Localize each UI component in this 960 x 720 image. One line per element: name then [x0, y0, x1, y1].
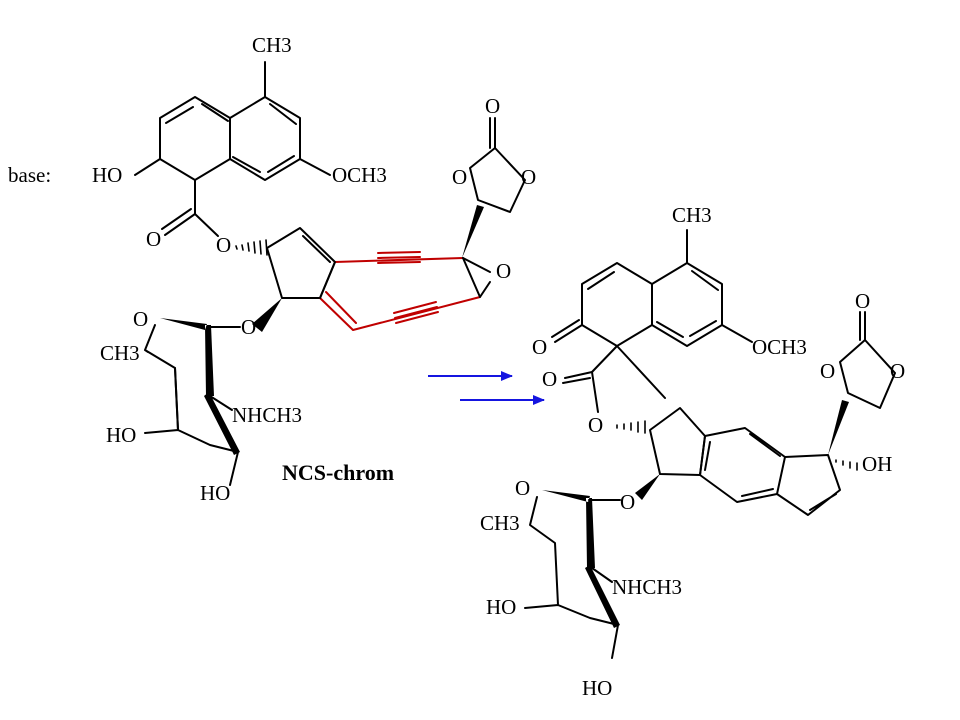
- ho-naphthyl-label: HO: [92, 163, 122, 187]
- sugar-bold-bonds-right: [542, 490, 620, 628]
- ketone-o-label: O: [532, 335, 547, 359]
- glycosidic-o-label-right: O: [620, 490, 635, 514]
- sugar-ho-4-label: HO: [200, 481, 230, 505]
- och3-label-right: OCH3: [752, 335, 807, 359]
- ch3-top-label: CH3: [252, 33, 292, 57]
- five-ring-bonds: [649, 407, 706, 476]
- carbonate-o-left-label: O: [452, 165, 467, 189]
- sugar-nh-bond: [209, 395, 233, 411]
- sugar-ch3-label-right: CH3: [480, 511, 520, 535]
- hashed-wedge-ester: [235, 239, 268, 256]
- base-prefix-label: base:: [8, 163, 51, 187]
- bold-wedge-glycosidic-right: [635, 474, 660, 500]
- enediyne-bonds: [319, 251, 481, 331]
- epoxide-bonds: [462, 257, 491, 298]
- central-benzene-bonds: [699, 427, 786, 503]
- sugar-ring-bonds-right: [524, 496, 619, 659]
- epoxide-o-label: O: [496, 259, 511, 283]
- bold-wedge-carbonate-right: [828, 400, 849, 455]
- bold-wedge-carbonate: [462, 205, 484, 258]
- sugar-ho-3-label: HO: [106, 423, 136, 447]
- left-molecule: base: CH3 HO OCH3 O O O O O O O O CH3 NH…: [8, 33, 536, 505]
- lactone-o-label: O: [588, 413, 603, 437]
- right-molecule: CH3 O OCH3 O O O O O OH O O CH3 NHCH3 HO…: [480, 203, 905, 700]
- ester-o-label: O: [216, 233, 231, 257]
- carbonate-o-left-label-right: O: [820, 359, 835, 383]
- ncs-chrom-label: NCS-chrom: [282, 460, 394, 485]
- och3-label: OCH3: [332, 163, 387, 187]
- ester-bonds: [161, 208, 219, 237]
- sugar-ring-o-label: O: [133, 307, 148, 331]
- hashed-wedge-lactone: [616, 420, 646, 434]
- sugar-ch3-label: CH3: [100, 341, 140, 365]
- carbonate-ring-bonds-right: [839, 311, 896, 409]
- lactone-bonds: [562, 371, 599, 413]
- sugar-ring-close: [174, 367, 179, 431]
- carbonate-o-right-label: O: [521, 165, 536, 189]
- cyclopentene-black-edge: [319, 261, 336, 299]
- nhch3-label-right: NHCH3: [612, 575, 682, 599]
- naphthalene-bonds: [134, 61, 331, 215]
- lactone-carbonyl-o-label: O: [542, 367, 557, 391]
- reaction-arrows: [428, 371, 545, 405]
- nhch3-label: NHCH3: [232, 403, 302, 427]
- cyclopentadiene-bonds: [776, 454, 841, 516]
- sugar-ring-o-label-right: O: [515, 476, 530, 500]
- carbonate-o-top-label: O: [485, 94, 500, 118]
- glycosidic-o-label: O: [241, 315, 256, 339]
- naphthalenone-bonds: [551, 229, 753, 399]
- carbonate-o-top-label-right: O: [855, 289, 870, 313]
- sugar-ho-3-label-right: HO: [486, 595, 516, 619]
- sugar-ho-4-label-right: HO: [582, 676, 612, 700]
- sugar-nh-bond-right: [591, 567, 613, 583]
- sugar-bold-bonds: [160, 318, 240, 455]
- carbonyl-o-label: O: [146, 227, 161, 251]
- carbonate-ring-bonds: [469, 117, 526, 213]
- carbonate-o-right-label-right: O: [890, 359, 905, 383]
- oh-label: OH: [862, 452, 892, 476]
- oh-hashed-bond: [835, 459, 858, 471]
- bold-wedge-glycosidic: [252, 298, 282, 332]
- ch3-top-label-right: CH3: [672, 203, 712, 227]
